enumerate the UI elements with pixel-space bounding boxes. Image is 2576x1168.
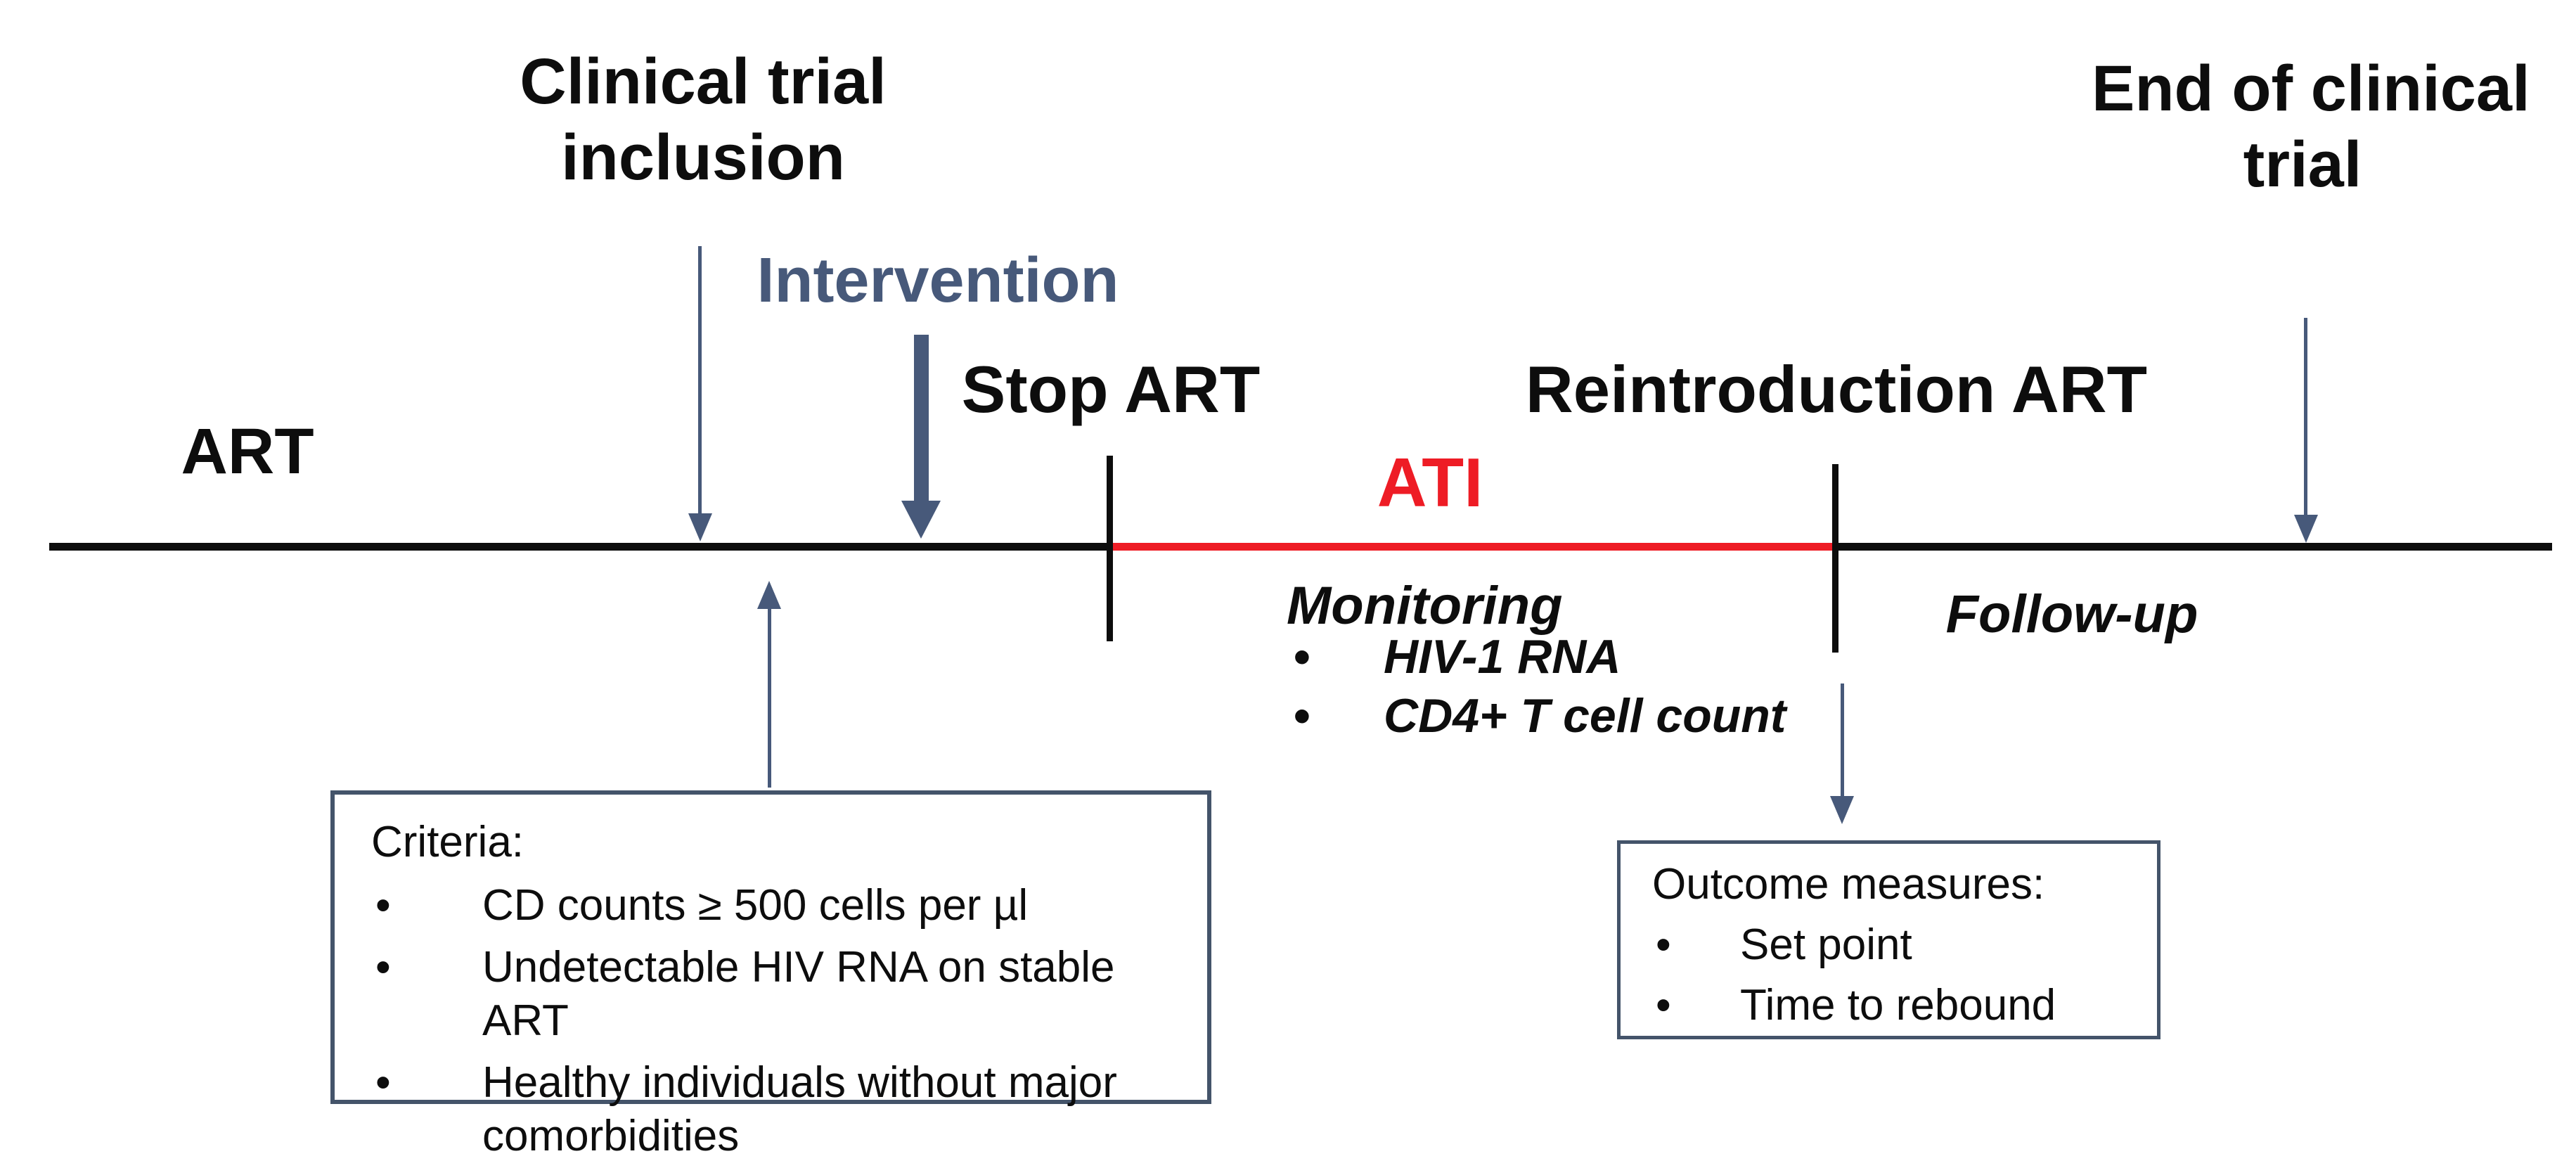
- criteria-box-title: Criteria:: [371, 818, 524, 866]
- intervention-arrow-line: [914, 335, 929, 502]
- criteria-item-cd-counts: CD counts ≥ 500 cells per µl: [335, 879, 1185, 932]
- inclusion-arrow-line: [698, 246, 702, 515]
- outcome-measures-box: Outcome measures: Set point Time to rebo…: [1617, 840, 2160, 1039]
- monitoring-list: HIV-1 RNA CD4+ T cell count: [1287, 627, 1786, 745]
- inclusion-arrow-down-icon: [688, 513, 712, 541]
- monitoring-title: Monitoring: [1287, 576, 1563, 636]
- clinical-trial-inclusion-line1: Clinical trial: [520, 46, 887, 117]
- criteria-arrow-up-icon: [757, 581, 781, 609]
- ati-label: ATI: [1377, 444, 1483, 521]
- monitoring-item-cd4-count: CD4+ T cell count: [1287, 686, 1786, 745]
- art-label: ART: [181, 416, 314, 487]
- reintroduction-art-label: Reintroduction ART: [1525, 352, 2148, 426]
- reintroduction-art-tick: [1832, 464, 1838, 653]
- outcome-box-title: Outcome measures:: [1652, 860, 2045, 909]
- criteria-list: CD counts ≥ 500 cells per µl Undetectabl…: [335, 879, 1207, 1163]
- criteria-item-undetectable-rna: Undetectable HIV RNA on stable ART: [335, 941, 1185, 1048]
- intervention-label: Intervention: [756, 245, 1119, 316]
- intervention-arrow-down-icon: [901, 501, 941, 539]
- outcome-list: Set point Time to rebound: [1621, 920, 2157, 1031]
- criteria-arrow-line: [768, 608, 771, 788]
- outcome-item-time-to-rebound: Time to rebound: [1621, 980, 2157, 1031]
- end-of-trial-arrow-down-icon: [2294, 515, 2318, 543]
- clinical-trial-inclusion-label: Clinical trial inclusion: [457, 44, 949, 195]
- outcome-arrow-line: [1841, 684, 1844, 797]
- stop-art-tick: [1107, 456, 1113, 641]
- criteria-box: Criteria: CD counts ≥ 500 cells per µl U…: [330, 790, 1211, 1160]
- end-of-clinical-trial-line1: End of clinical: [2092, 53, 2530, 124]
- ati-red-segment: [1109, 543, 1835, 551]
- end-of-clinical-trial-line2: trial: [2243, 129, 2362, 200]
- outcome-item-set-point: Set point: [1621, 920, 2157, 970]
- clinical-trial-inclusion-line2: inclusion: [561, 122, 845, 193]
- end-of-trial-arrow-line: [2304, 318, 2307, 516]
- follow-up-label: Follow-up: [1945, 584, 2198, 644]
- criteria-item-healthy-individuals: Healthy individuals without major comorb…: [335, 1056, 1185, 1163]
- monitoring-item-hiv-rna: HIV-1 RNA: [1287, 627, 1786, 686]
- outcome-arrow-down-icon: [1830, 796, 1854, 824]
- stop-art-label: Stop ART: [961, 352, 1261, 426]
- end-of-clinical-trial-label: End of clinical trial: [2092, 51, 2530, 203]
